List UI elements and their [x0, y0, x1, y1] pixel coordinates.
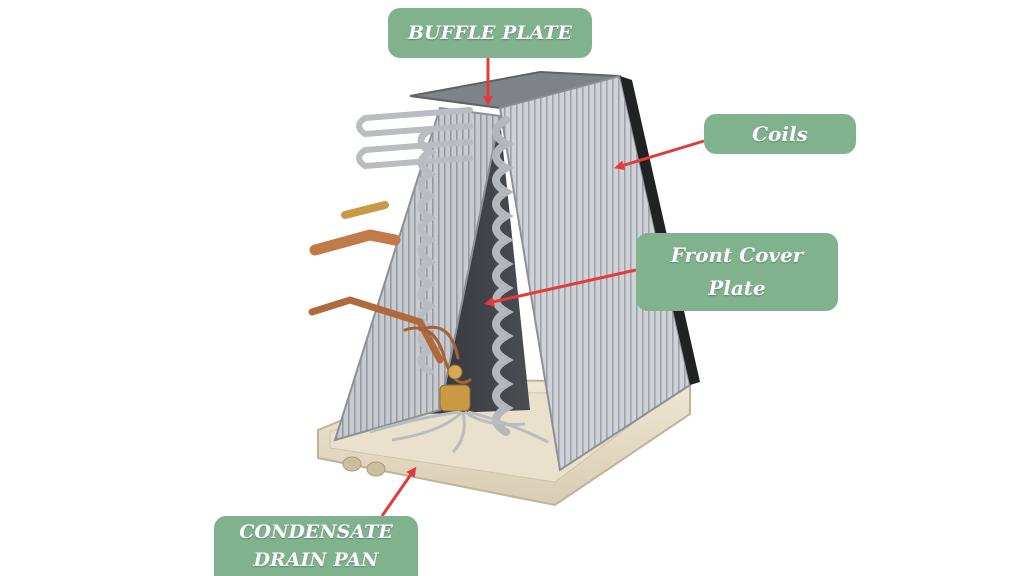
- arrow-coils: [614, 139, 705, 171]
- arrow-front-cover: [484, 268, 637, 307]
- arrow-drain-pan: [380, 466, 417, 517]
- front-cover-plate-text-line1: Front Cover: [670, 243, 804, 267]
- coils-label: Coils: [704, 114, 856, 154]
- buffle-plate-text: BUFFLE PLATE: [407, 22, 573, 44]
- front-cover-plate-label: Front Cover Plate: [636, 233, 838, 311]
- distributor-tubes: [369, 410, 549, 454]
- callout-arrows: [380, 58, 705, 517]
- condensate-drain-pan-text-line1: CONDENSATE: [239, 521, 393, 543]
- buffle-plate-label: BUFFLE PLATE: [388, 8, 592, 58]
- copper-lines: [308, 201, 472, 384]
- top-return-bends: [356, 107, 473, 169]
- coils-text: Coils: [752, 122, 808, 146]
- distributor-valve: [439, 364, 471, 412]
- condensate-drain-pan-text-line2: DRAIN PAN: [253, 549, 379, 571]
- condensate-drain-pan-label: CONDENSATE DRAIN PAN: [214, 516, 418, 576]
- front-cover-plate-text-line2: Plate: [708, 276, 766, 300]
